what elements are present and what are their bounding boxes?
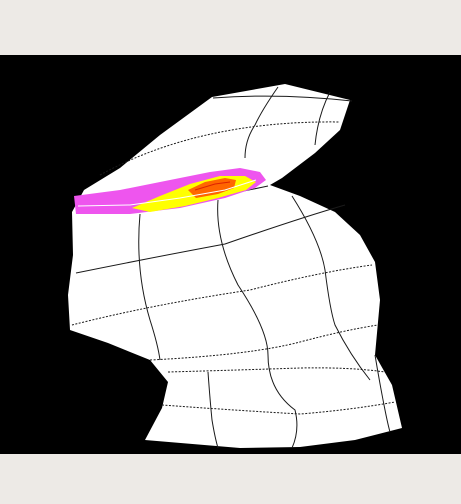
highlight-region [74, 168, 266, 214]
grid-line [99, 121, 341, 176]
grid-line [314, 91, 331, 146]
scene-svg [0, 55, 461, 454]
top-toolbar-area [0, 0, 461, 55]
highlight-center-line [77, 179, 257, 207]
mesh-surface [68, 84, 402, 448]
grid-line [161, 401, 396, 415]
grid-line [207, 371, 219, 449]
mesh-grid [71, 86, 396, 449]
grid-line [75, 204, 346, 274]
bottom-status-area [0, 454, 461, 504]
grid-line [291, 195, 371, 381]
grid-line [138, 213, 161, 361]
highlight-core [194, 181, 231, 191]
grid-line [212, 95, 353, 102]
3d-viewport[interactable] [0, 55, 461, 454]
grid-line [149, 324, 379, 361]
grid-line [217, 199, 298, 449]
grid-line [244, 86, 279, 159]
grid-line [167, 367, 386, 373]
grid-line [374, 354, 391, 433]
